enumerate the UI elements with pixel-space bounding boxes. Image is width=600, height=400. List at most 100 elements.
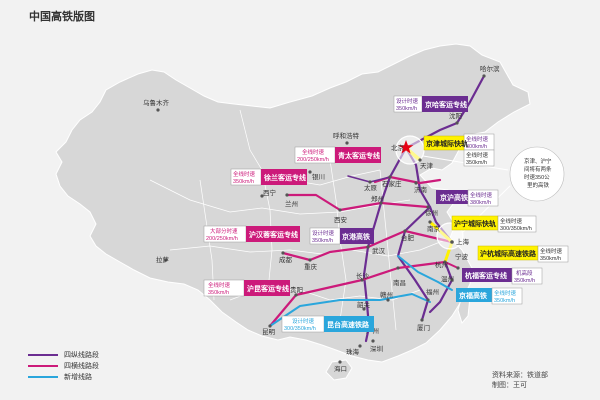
route-label-qingtai[interactable]: 全线时速 200/250km/h 青太客运专线 [294, 146, 381, 164]
route-label-jinghu[interactable]: 京沪高铁 [436, 190, 468, 204]
route-current-jinghu: 全线时速 380km/h [467, 189, 499, 207]
city-haerbin: 哈尔滨 [480, 64, 500, 78]
city-xuzhou: 徐州 [425, 205, 438, 217]
svg-text:西宁: 西宁 [263, 188, 277, 197]
legend-item-four-vertical: 四纵线路段 [28, 349, 99, 360]
svg-text:全线时速: 全线时速 [208, 281, 231, 289]
route-label-kuntai[interactable]: 设计时速 300/350km/h 昆台高速铁路 [281, 315, 374, 333]
svg-text:全线时速: 全线时速 [466, 135, 489, 143]
svg-text:300/350km/h: 300/350km/h [500, 226, 532, 232]
route-label-xulan[interactable]: 全线时速 350km/h 徐兰客运专线 [230, 168, 307, 186]
svg-text:机高段: 机高段 [516, 269, 533, 277]
legend-label: 四纵线路段 [64, 351, 99, 359]
svg-text:郑州: 郑州 [371, 195, 384, 203]
city-ganzhou: 赣州 [380, 290, 393, 302]
svg-text:全线时速: 全线时速 [302, 148, 325, 156]
city-guiyang: 贵阳 [290, 285, 303, 297]
city-shenyang: 沈阳 [449, 111, 462, 125]
parallel-lines-note: 京津、沪宁 间将有两条 时速350公 里的高铁 [509, 146, 565, 202]
china-landmass [55, 43, 531, 363]
route-current-jingjin: 全线时速 350km/h [463, 149, 495, 167]
svg-text:380km/h: 380km/h [470, 200, 491, 206]
svg-text:350km/h: 350km/h [540, 256, 561, 262]
svg-text:大部分时速: 大部分时速 [210, 227, 238, 235]
svg-text:银川: 银川 [312, 172, 325, 181]
source-credit: 资料来源：铁道部 [492, 372, 548, 379]
credits: 资料来源：铁道部 制图：王可 [492, 371, 548, 391]
svg-text:京津城际快轨: 京津城际快轨 [426, 139, 468, 148]
city-xian: 西安 [334, 208, 348, 224]
svg-text:350km/h: 350km/h [396, 106, 417, 112]
svg-text:韶关: 韶关 [357, 300, 371, 309]
svg-text:杭州: 杭州 [435, 260, 448, 269]
rail-ningbo [444, 261, 459, 269]
svg-text:南京: 南京 [427, 224, 441, 233]
city-beijing: 北京 [391, 143, 405, 152]
author-credit: 制图：王可 [492, 382, 527, 389]
svg-text:京哈客运专线: 京哈客运专线 [425, 100, 467, 109]
route-label-jingfu[interactable]: 京福高铁 [456, 288, 492, 302]
svg-text:沪汉蓉客运专线: 沪汉蓉客运专线 [249, 230, 298, 239]
city-fuzhou: 福州 [426, 287, 439, 302]
route-label-hangfu[interactable]: 杭福客运专线 [462, 268, 512, 282]
svg-text:呼和浩特: 呼和浩特 [333, 131, 360, 140]
svg-text:成都: 成都 [279, 255, 293, 264]
route-label-jingha[interactable]: 设计时速 350km/h 京哈客运专线 [393, 95, 468, 113]
svg-text:沪昆客运专线: 沪昆客运专线 [247, 284, 289, 293]
city-hangzhou: 杭州 [435, 260, 448, 269]
hainan-island [325, 359, 353, 381]
legend-label: 新增线路 [64, 373, 92, 381]
svg-text:西安: 西安 [334, 215, 348, 224]
svg-text:厦门: 厦门 [417, 323, 430, 332]
svg-text:京港高铁: 京港高铁 [342, 232, 370, 241]
city-lasa: 拉萨 [156, 255, 170, 264]
city-nanchang: 南昌 [393, 266, 406, 287]
svg-text:350km/h: 350km/h [208, 290, 229, 296]
svg-text:深圳: 深圳 [370, 344, 383, 353]
svg-text:合肥: 合肥 [401, 233, 415, 242]
svg-text:宁波: 宁波 [455, 252, 469, 261]
route-label-huhang[interactable]: 沪杭城际高速铁路 [477, 245, 539, 261]
city-wuhan: 武汉 [366, 245, 386, 255]
svg-text:沪杭城际高速铁路: 沪杭城际高速铁路 [480, 249, 537, 258]
route-label-huning[interactable]: 沪宁城际快轨 [451, 215, 499, 231]
svg-text:350km/h: 350km/h [233, 179, 254, 185]
svg-text:石家庄: 石家庄 [382, 179, 402, 188]
route-label-jingjin[interactable]: 京津城际快轨 [423, 135, 468, 151]
svg-text:全线时速: 全线时速 [500, 217, 523, 225]
city-ningbo: 宁波 [455, 252, 469, 270]
city-zhengzhou: 郑州 [371, 195, 384, 205]
route-current-hangfu: 机高段 350km/h [511, 267, 543, 285]
svg-text:南昌: 南昌 [393, 278, 406, 287]
svg-text:300/350km/h: 300/350km/h [284, 326, 316, 332]
route-label-hurong[interactable]: 大部分时速 200/250km/h 沪汉蓉客运专线 [203, 225, 300, 243]
svg-text:全线时速: 全线时速 [470, 191, 493, 199]
rail-hangfu [428, 260, 454, 314]
svg-text:哈尔滨: 哈尔滨 [480, 64, 500, 73]
rail-jingfu-new [397, 255, 453, 291]
legend-swatch-magenta [28, 364, 58, 367]
svg-text:福州: 福州 [426, 287, 439, 296]
svg-text:上海: 上海 [456, 237, 470, 246]
city-xiamen: 厦门 [417, 318, 430, 332]
svg-text:长沙: 长沙 [356, 271, 370, 280]
svg-text:兰州: 兰州 [285, 199, 298, 208]
route-label-jinggang[interactable]: 设计时速 350km/h 京港高铁 [309, 227, 374, 245]
svg-text:拉萨: 拉萨 [156, 255, 170, 264]
svg-text:昆台高速铁路: 昆台高速铁路 [327, 320, 370, 329]
svg-text:200/250km/h: 200/250km/h [297, 157, 329, 163]
rail-hurong [281, 229, 454, 262]
svg-text:设计时速: 设计时速 [312, 229, 335, 237]
svg-text:设计时速: 设计时速 [292, 317, 315, 325]
map-title: 中国高铁版图 [29, 11, 95, 23]
city-changsha: 长沙 [356, 271, 370, 282]
svg-text:杭福客运专线: 杭福客运专线 [465, 271, 507, 280]
route-current-huning: 全线时速 300/350km/h [497, 215, 537, 233]
svg-text:全线时速: 全线时速 [233, 170, 256, 178]
city-taiyuan: 太原 [364, 180, 378, 192]
svg-text:京福高铁: 京福高铁 [459, 291, 487, 300]
city-shijiazhuang: 石家庄 [382, 175, 402, 188]
route-label-hukun[interactable]: 全线时速 350km/h 沪昆客运专线 [203, 279, 290, 297]
legend: 四纵线路段 四横线路段 新增线路 [28, 349, 99, 382]
